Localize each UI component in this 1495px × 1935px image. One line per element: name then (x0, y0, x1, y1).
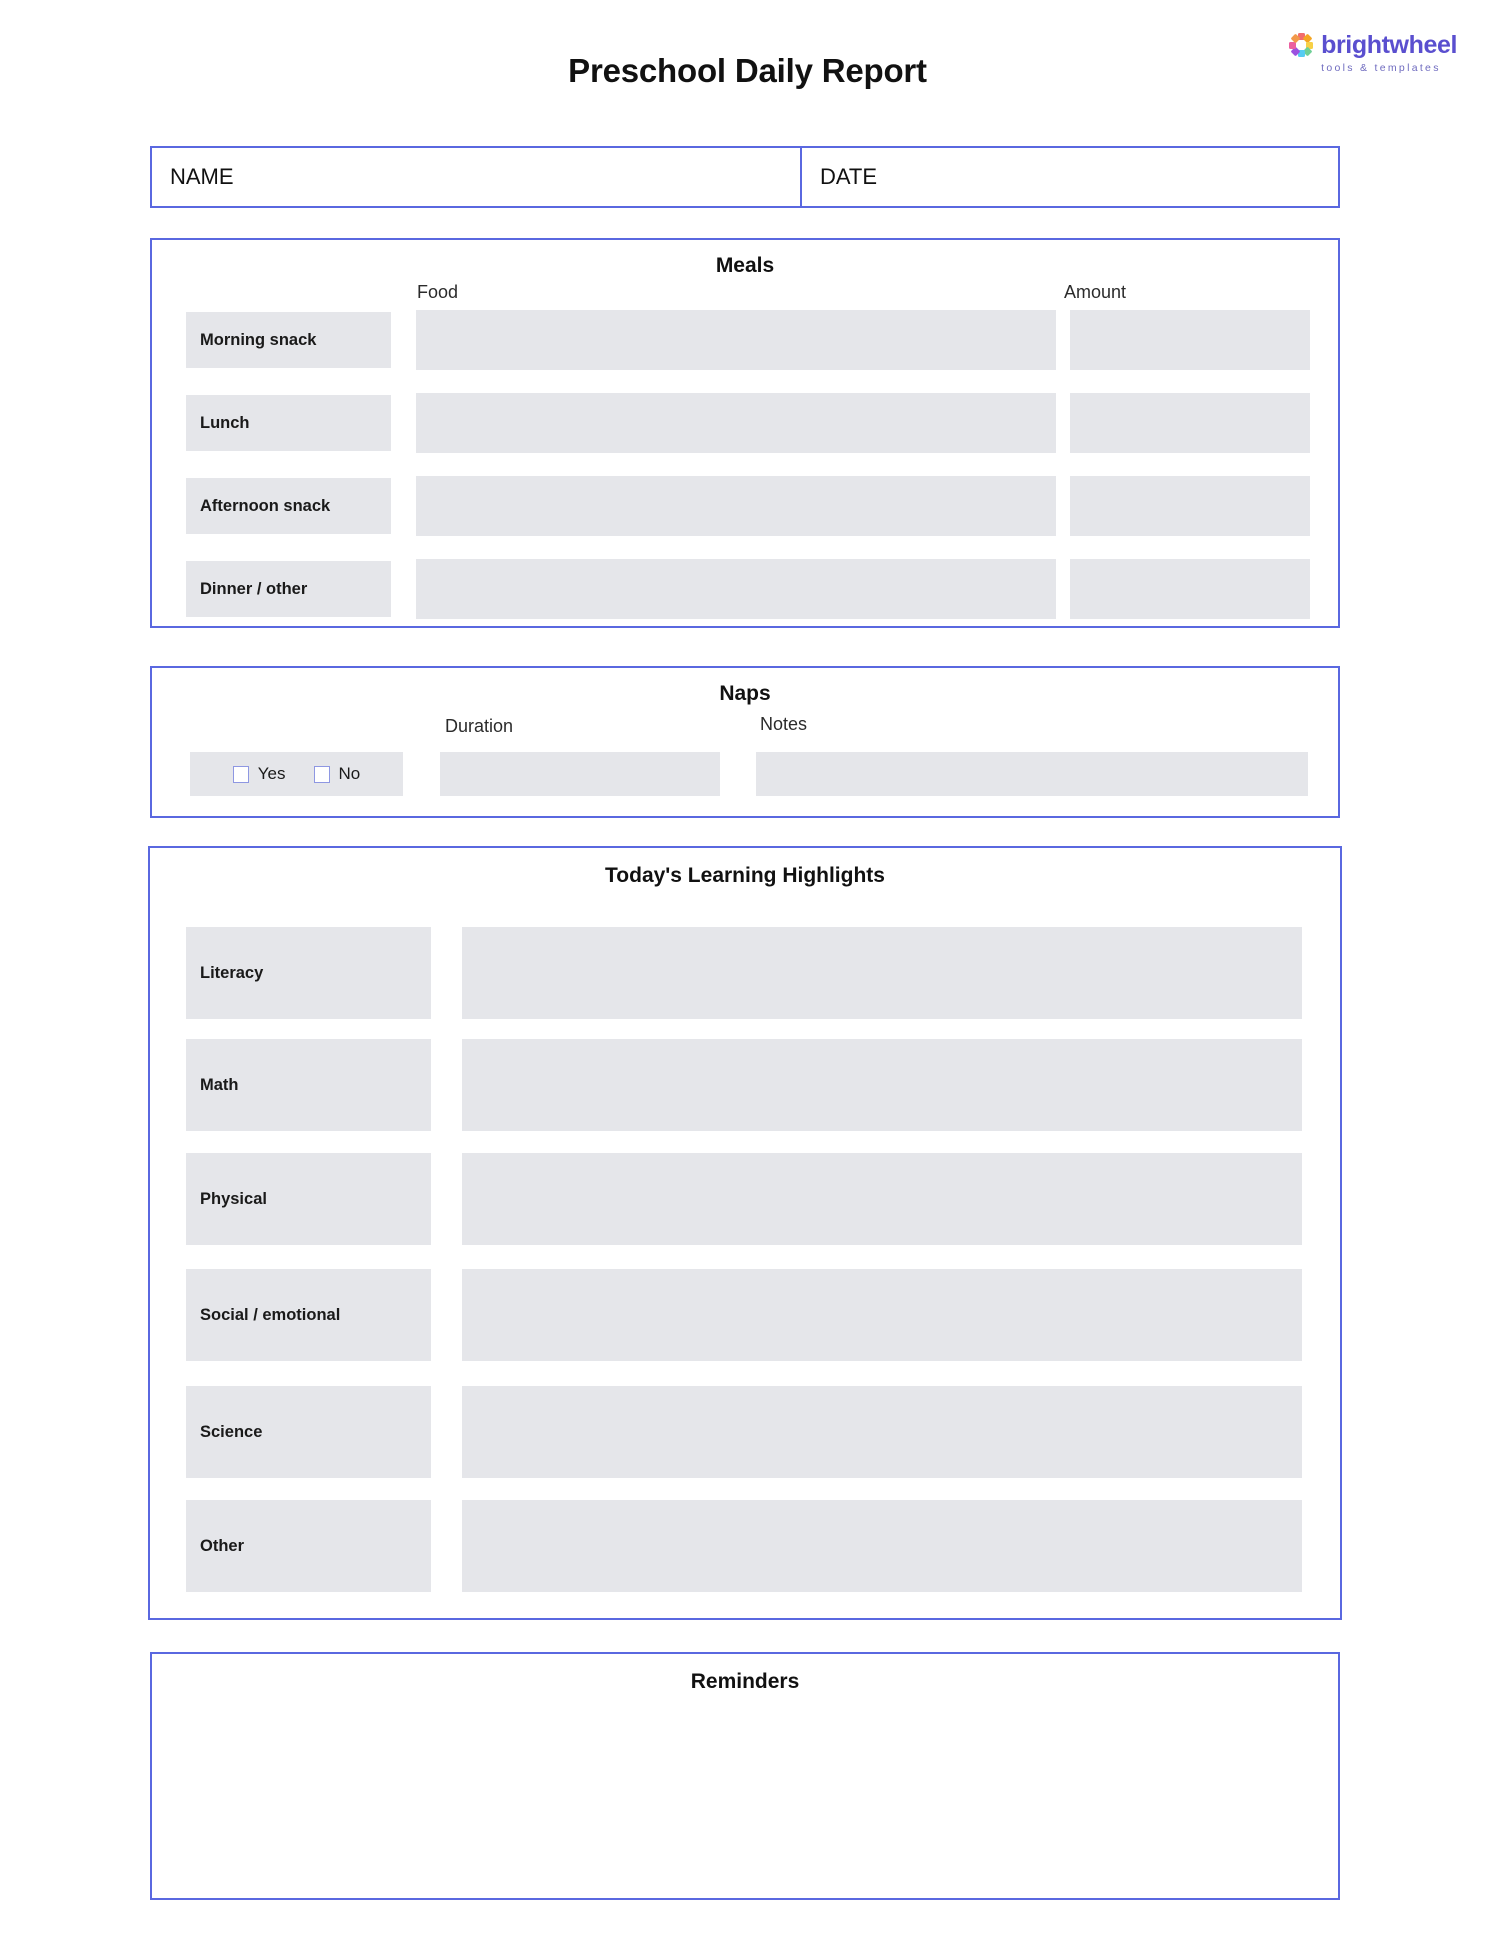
name-field[interactable]: NAME (152, 148, 800, 206)
meals-row-label: Afternoon snack (186, 478, 391, 534)
learning-row-input[interactable] (462, 1269, 1302, 1361)
meals-title: Meals (715, 254, 775, 277)
meals-amount-input[interactable] (1070, 559, 1310, 619)
meals-column-amount: Amount (1064, 282, 1127, 302)
meals-row-label: Dinner / other (186, 561, 391, 617)
meals-row-label-text: Dinner / other (200, 579, 308, 598)
naps-notes-label: Notes (760, 714, 808, 734)
meals-food-input[interactable] (416, 310, 1056, 370)
learning-row-label-text: Science (200, 1422, 263, 1441)
learning-row-label-text: Physical (200, 1189, 267, 1208)
learning-row-label: Physical (186, 1153, 431, 1245)
reminders-panel[interactable]: Reminders (150, 1652, 1340, 1900)
learning-highlights-panel: Today's Learning Highlights Literacy Mat… (148, 846, 1342, 1620)
meals-column-food: Food (417, 282, 459, 302)
meals-food-input[interactable] (416, 393, 1056, 453)
nap-option-no-label: No (338, 764, 361, 783)
learning-row-label: Other (186, 1500, 431, 1592)
name-date-divider (800, 148, 802, 206)
learning-title: Today's Learning Highlights (605, 864, 885, 887)
meals-amount-input[interactable] (1070, 393, 1310, 453)
nap-option-yes[interactable]: Yes (232, 764, 286, 784)
naps-title: Naps (719, 682, 771, 705)
learning-row-label-text: Literacy (200, 963, 264, 982)
learning-row-label: Math (186, 1039, 431, 1131)
learning-row-input[interactable] (462, 1500, 1302, 1592)
meals-panel: Meals Food Amount Morning snack Lunch Af… (150, 238, 1340, 628)
meals-food-input[interactable] (416, 559, 1056, 619)
meals-food-input[interactable] (416, 476, 1056, 536)
meals-row-label-text: Morning snack (200, 330, 317, 349)
reminders-title: Reminders (690, 1670, 800, 1693)
brand-tagline: tools & templates (1321, 62, 1441, 74)
learning-row-label: Literacy (186, 927, 431, 1019)
learning-row-input[interactable] (462, 1039, 1302, 1131)
nap-option-no[interactable]: No (313, 764, 361, 784)
meals-row-label: Morning snack (186, 312, 391, 368)
naps-duration-label: Duration (445, 716, 514, 736)
date-label: DATE (820, 164, 878, 189)
learning-row-input[interactable] (462, 1386, 1302, 1478)
checkbox-icon[interactable] (313, 765, 330, 783)
learning-row-input[interactable] (462, 927, 1302, 1019)
name-date-panel: NAME DATE (150, 146, 1340, 208)
learning-row-label: Social / emotional (186, 1269, 431, 1361)
brightwheel-logo: brightwheel tools & templates (1288, 32, 1457, 74)
learning-row-label-text: Social / emotional (200, 1305, 341, 1324)
meals-amount-input[interactable] (1070, 310, 1310, 370)
nap-option-yes-label: Yes (257, 764, 286, 783)
meals-row-label-text: Lunch (200, 413, 250, 432)
nap-duration-input[interactable] (440, 752, 720, 796)
naps-panel: Naps Duration Notes Yes No (150, 666, 1340, 818)
brightwheel-pinwheel-icon (1288, 32, 1314, 58)
brand-row: brightwheel (1288, 32, 1457, 58)
checkbox-icon[interactable] (232, 765, 249, 783)
brand-wordmark: brightwheel (1321, 30, 1457, 59)
learning-row-input[interactable] (462, 1153, 1302, 1245)
page-title: Preschool Daily Report (568, 52, 927, 89)
meals-row-label: Lunch (186, 395, 391, 451)
meals-amount-input[interactable] (1070, 476, 1310, 536)
name-label: NAME (170, 164, 234, 189)
learning-row-label-text: Other (200, 1536, 245, 1555)
learning-row-label: Science (186, 1386, 431, 1478)
date-field[interactable]: DATE (802, 148, 1338, 206)
learning-row-label-text: Math (200, 1075, 239, 1094)
nap-yes-no-group: Yes No (190, 752, 403, 796)
nap-notes-input[interactable] (756, 752, 1308, 796)
meals-row-label-text: Afternoon snack (200, 496, 331, 515)
